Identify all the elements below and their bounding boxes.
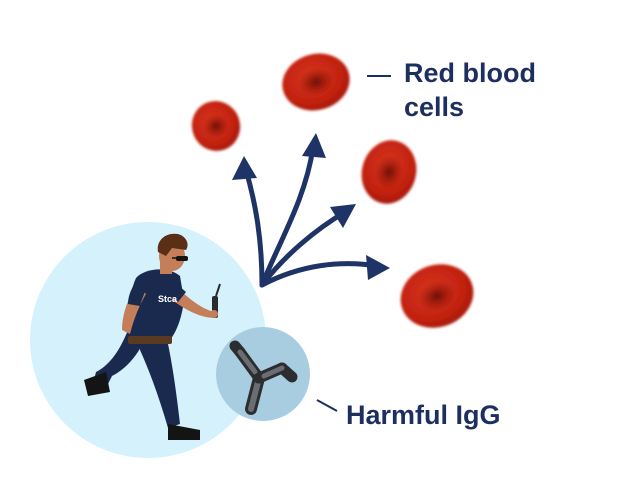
arrowhead-up-right — [330, 204, 356, 228]
shirt-text: Stca — [158, 294, 178, 304]
red-blood-cell-icon — [400, 264, 474, 328]
igg-leader-line — [316, 399, 338, 412]
antibody-igg-icon — [229, 340, 298, 415]
arrowhead-up-left — [232, 156, 257, 180]
red-blood-cell-icon — [191, 101, 241, 151]
arrowhead-right — [366, 255, 390, 280]
arrowhead-up — [302, 133, 326, 158]
arrow-up-left — [243, 167, 265, 288]
harmful-igg-label: Harmful IgG — [346, 400, 501, 430]
red-blood-cell-icon — [361, 140, 417, 204]
running-security-agent-icon: Stca — [84, 233, 221, 440]
arrow-right — [259, 261, 381, 288]
red-blood-cell-icon — [282, 53, 350, 111]
red-blood-cells-label: Red blood cells — [404, 58, 536, 122]
arrow-up — [259, 145, 316, 288]
arrow-up-right — [259, 209, 348, 288]
arrowheads — [232, 133, 390, 280]
arrow-group — [243, 145, 381, 288]
